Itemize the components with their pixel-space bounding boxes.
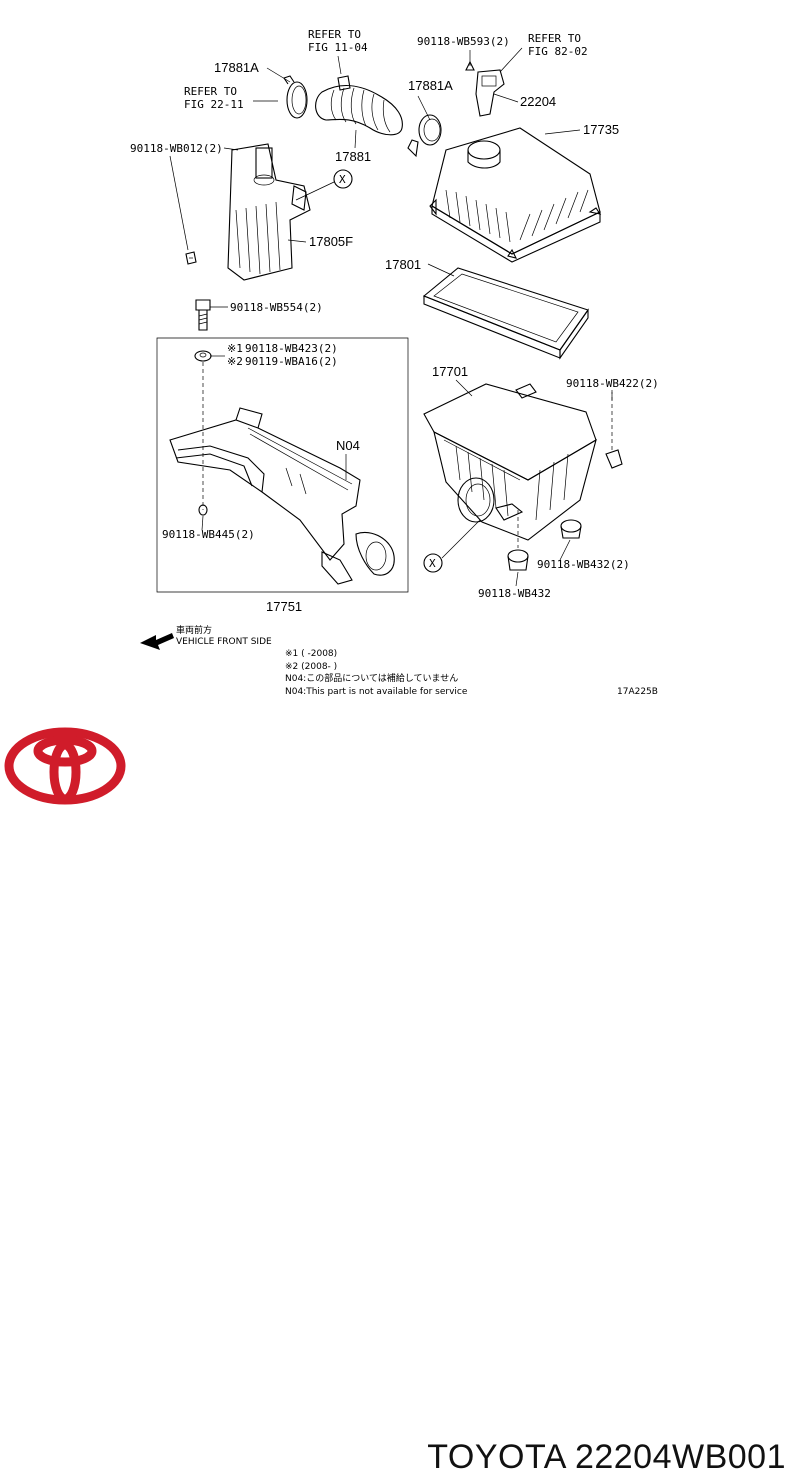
hose-clamp-17881A-right (407, 114, 442, 158)
bolt-label-wb432: 90118-WB432 (478, 587, 551, 600)
svg-text:X: X (429, 557, 436, 570)
grommet-wb423 (194, 350, 212, 362)
note-line-2: ※2 (2008- ) (285, 662, 337, 672)
grommet-wb432-b (507, 549, 529, 571)
refer-label-fig-11-04-line1: REFER TO (308, 28, 361, 41)
figure-code: 17A225B (617, 687, 658, 697)
air-cleaner-case-17701 (423, 383, 597, 541)
brand-part-number: TOYOTA 22204WB001 (427, 1438, 786, 1476)
clip-wb422 (605, 449, 623, 469)
cross-reference-mark: X (423, 553, 443, 573)
leader-line (515, 571, 519, 587)
part-label-17805F: 17805F (309, 234, 353, 249)
air-cleaner-cap-17735 (429, 127, 602, 263)
grommet-wb445 (198, 504, 208, 516)
leader-line (559, 539, 571, 561)
leader-line (493, 93, 519, 103)
refer-label-fig-22-11-line1: REFER TO (184, 85, 237, 98)
bolt-wb012 (185, 251, 197, 265)
leader-line (354, 129, 357, 149)
note-line-3: N04:この部品については補給していません (285, 672, 458, 684)
refer-label-fig-82-02-line2: FIG 82-02 (528, 45, 588, 58)
air-filter-element-17801 (422, 267, 589, 360)
leader-line (455, 379, 473, 397)
air-hose-17881 (315, 75, 403, 136)
inlet-duct-17751 (169, 407, 395, 585)
bolt-label-wb593: 90118-WB593(2) (417, 35, 510, 48)
refer-label-fig-22-11-line2: FIG 22-11 (184, 98, 244, 111)
direction-label-en: VEHICLE FRONT SIDE (176, 637, 272, 647)
vehicle-front-arrow-icon (140, 633, 174, 650)
bolt-label-wb423: 90118-WB423(2) (245, 342, 338, 355)
bolt-wb554 (195, 299, 211, 331)
leader-line (441, 519, 481, 559)
leader-line (295, 181, 335, 201)
leader-line (499, 47, 523, 73)
hose-clamp-17881A-left (283, 75, 308, 119)
leader-line (544, 129, 581, 135)
leader-line (169, 155, 189, 251)
leader-line (417, 95, 431, 121)
part-label-17881: 17881 (335, 149, 371, 164)
part-label-17801: 17801 (385, 257, 421, 272)
refer-label-fig-82-02-line1: REFER TO (528, 32, 581, 45)
bolt-label-wba16: 90119-WBA16(2) (245, 355, 338, 368)
leader-line (337, 55, 342, 75)
cross-reference-mark: X (333, 169, 353, 189)
note-line-1: ※1 ( -2008) (285, 649, 337, 659)
assembly-frame (156, 337, 409, 593)
note-mark-2: ※2 (227, 355, 243, 368)
part-label-22204: 22204 (520, 94, 556, 109)
bolt-label-wb554: 90118-WB554(2) (230, 301, 323, 314)
leader-line (427, 263, 455, 277)
part-label-N04: N04 (336, 438, 360, 453)
grommet-wb432-a (560, 519, 582, 539)
resonator-17805F (227, 143, 311, 281)
part-label-17735: 17735 (583, 122, 619, 137)
leader-line (266, 67, 291, 83)
svg-text:X: X (339, 173, 346, 186)
leader-line (201, 515, 204, 531)
part-label-17751: 17751 (266, 599, 302, 614)
bolt-label-wb432-2: 90118-WB432(2) (537, 558, 630, 571)
part-label-17881A-left: 17881A (214, 60, 259, 75)
bolt-label-wb422: 90118-WB422(2) (566, 377, 659, 390)
direction-label-jp: 車両前方 (176, 624, 212, 636)
refer-label-fig-11-04-line2: FIG 11-04 (308, 41, 368, 54)
bolt-label-wb445: 90118-WB445(2) (162, 528, 255, 541)
bolt-label-wb012: 90118-WB012(2) (130, 142, 223, 155)
brand-footer: TOYOTA 22204WB001 (0, 700, 800, 1476)
air-flow-meter-22204 (465, 60, 505, 117)
note-mark-1: ※1 (227, 342, 243, 355)
parts-diagram: REFER TO FIG 11-04 REFER TO FIG 22-11 RE… (130, 28, 659, 697)
part-label-17701: 17701 (432, 364, 468, 379)
part-label-17881A-right: 17881A (408, 78, 453, 93)
toyota-logo-icon (4, 727, 126, 805)
note-line-4: N04:This part is not available for servi… (285, 687, 468, 697)
